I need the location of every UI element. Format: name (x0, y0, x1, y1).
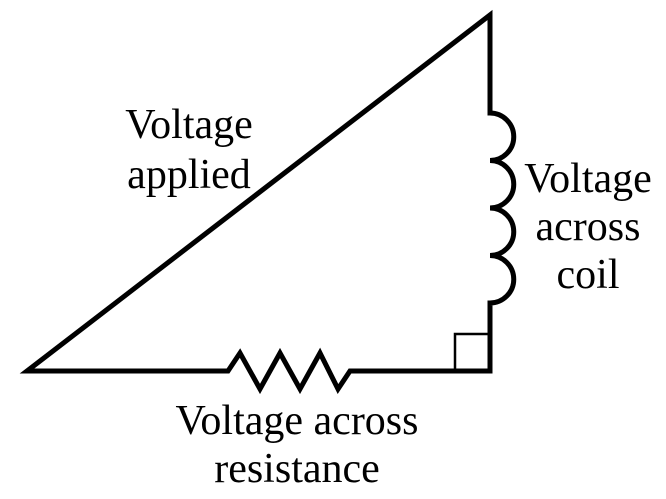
label-voltage-applied: Voltage applied (125, 100, 253, 200)
label-voltage-across-coil-line2: across (535, 204, 641, 250)
triangle-outline-with-coil-and-resistor (19, 9, 517, 395)
label-voltage-across-resistance-line1: Voltage across (175, 398, 419, 444)
right-angle-marker-icon (453, 332, 490, 371)
label-voltage-across-coil: Voltage across coil (524, 155, 652, 299)
label-voltage-across-coil-line3: coil (556, 252, 620, 298)
label-voltage-applied-line1: Voltage (125, 102, 253, 148)
label-voltage-applied-line2: applied (127, 152, 251, 198)
label-voltage-across-resistance-line2: resistance (214, 446, 380, 492)
label-voltage-across-coil-line1: Voltage (524, 156, 652, 202)
label-voltage-across-resistance: Voltage across resistance (176, 397, 419, 493)
